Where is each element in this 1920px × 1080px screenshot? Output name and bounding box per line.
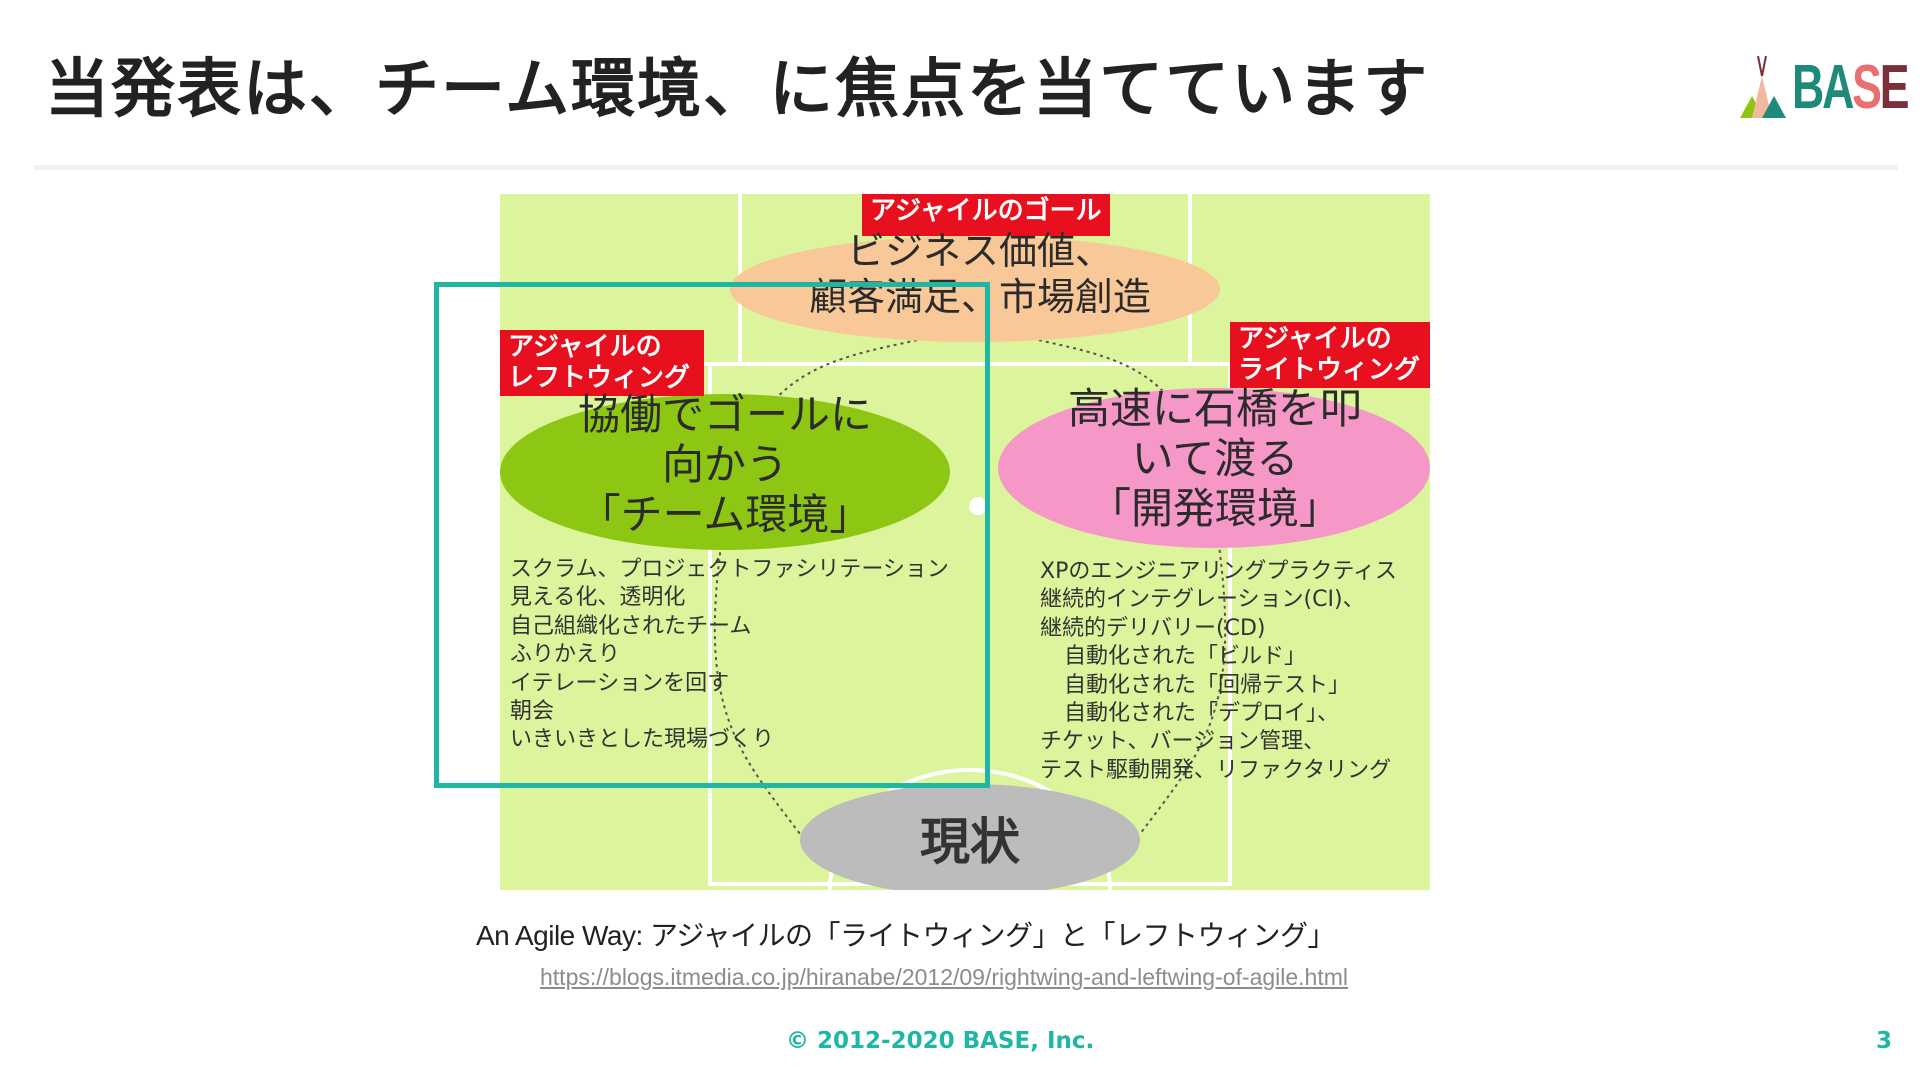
agile-goal-tag: アジャイルのゴール: [862, 194, 1110, 236]
page-number: 3: [1876, 1028, 1893, 1054]
logo-text: BASE: [1792, 53, 1910, 122]
footer-copyright: © 2012-2020 BASE, Inc.: [786, 1028, 1095, 1054]
right-wing-tag: アジャイルの ライトウィング: [1230, 322, 1430, 388]
goal-ellipse: [730, 236, 1220, 342]
list-item: 自動化された「デプロイ」、: [1064, 701, 1340, 727]
list-item: いきいきとした現場づくり: [510, 727, 775, 753]
list-item: 自己組織化されたチーム: [510, 613, 752, 639]
base-logo: BASE: [1732, 52, 1910, 122]
list-item: 見える化、透明化: [510, 585, 686, 611]
list-item: スクラム、プロジェクトファシリテーション: [510, 557, 949, 582]
left-wing-tag: アジャイルの レフトウィング: [500, 330, 704, 396]
right-wing-practices: XPのエンジニアリングプラクティス 継続的インテグレーション(CI)、 継続的デ…: [1040, 558, 1397, 785]
source-link[interactable]: https://blogs.itmedia.co.jp/hiranabe/201…: [540, 964, 1349, 990]
list-item: 朝会: [510, 699, 555, 725]
current-state-ellipse: [800, 784, 1140, 890]
list-item: チケット、バージョン管理、: [1040, 729, 1326, 755]
list-item: 継続的インテグレーション(CI)、: [1040, 587, 1365, 613]
current-state-text: 現状: [920, 813, 1020, 871]
figure-caption: An Agile Way: アジャイルの「ライトウィング」と「レフトウィング」: [476, 920, 1336, 951]
agile-figure: アジャイルのゴール アジャイルの レフトウィング アジャイルの ライトウィング …: [500, 194, 1430, 890]
dev-environment-text: 高速に石橋を叩 いて渡る 「開発環境」: [1067, 384, 1362, 533]
list-item: テスト駆動開発、リファクタリング: [1040, 757, 1392, 783]
list-item: イテレーションを回す: [510, 670, 730, 696]
tent-icon: [1740, 55, 1786, 118]
dev-environment-ellipse: [998, 388, 1430, 548]
title-divider: [34, 165, 1898, 170]
left-wing-practices: スクラム、プロジェクトファシリテーション 見える化、透明化 自己組織化されたチー…: [510, 556, 949, 755]
team-environment-ellipse: [500, 394, 950, 550]
list-item: ふりかえり: [510, 642, 621, 668]
list-item: XPのエンジニアリングプラクティス: [1040, 559, 1398, 584]
slide-title: 当発表は、チーム環境、に焦点を当てています: [45, 53, 1430, 127]
list-item: 自動化された「ビルド」: [1064, 644, 1307, 670]
team-environment-highlight-box: [434, 282, 990, 788]
team-environment-text: 協働でゴールに 向かう 「チーム環境」: [577, 390, 872, 539]
list-item: 自動化された「回帰テスト」: [1064, 672, 1351, 698]
list-item: 継続的デリバリー(CD): [1040, 615, 1266, 641]
